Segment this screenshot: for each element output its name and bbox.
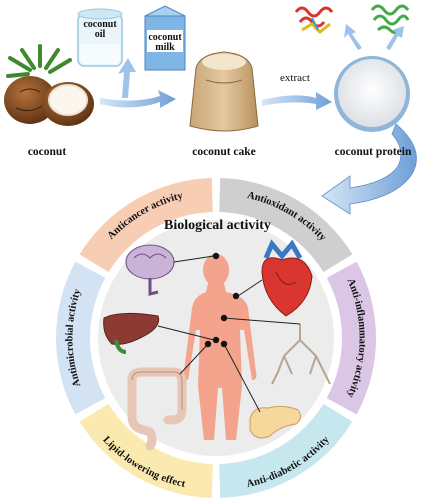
human-body-figure — [183, 254, 257, 440]
activity-segment — [79, 403, 213, 498]
coconut-oil-label: coconut oil — [83, 19, 117, 40]
intestine-organ — [127, 340, 212, 451]
liver-organ — [103, 312, 220, 354]
protein-structure-left — [294, 6, 334, 35]
activity-segment — [326, 261, 377, 415]
activity-segment — [56, 261, 106, 415]
heart-organ — [232, 239, 313, 317]
coconut-milk-label: coconut milk — [148, 32, 182, 53]
coconut-to-products-arrow — [100, 58, 176, 108]
brain-organ — [125, 244, 220, 296]
biological-activity-title: Biological activity — [164, 218, 271, 233]
activity-segment — [79, 178, 213, 273]
extract-label: extract — [280, 72, 310, 84]
coconut-oil-jar — [77, 8, 123, 67]
extract-arrow — [262, 92, 332, 110]
coconut-image — [4, 44, 94, 126]
pancreas-organ — [220, 340, 302, 439]
coconut-label: coconut — [27, 146, 67, 158]
coconut-protein-powder — [334, 56, 410, 132]
coconut-cake-sack — [189, 51, 259, 132]
coconut-cake-label: coconut cake — [192, 146, 256, 158]
activity-segment — [219, 403, 353, 498]
powder-to-protein-arrows — [344, 24, 404, 50]
coconut-protein-label: coconut protein — [334, 146, 412, 158]
coconut-milk-carton — [144, 5, 186, 71]
lungs-organ — [220, 314, 331, 385]
activity-segment — [219, 178, 353, 273]
protein-to-activity-arrow — [321, 123, 417, 215]
